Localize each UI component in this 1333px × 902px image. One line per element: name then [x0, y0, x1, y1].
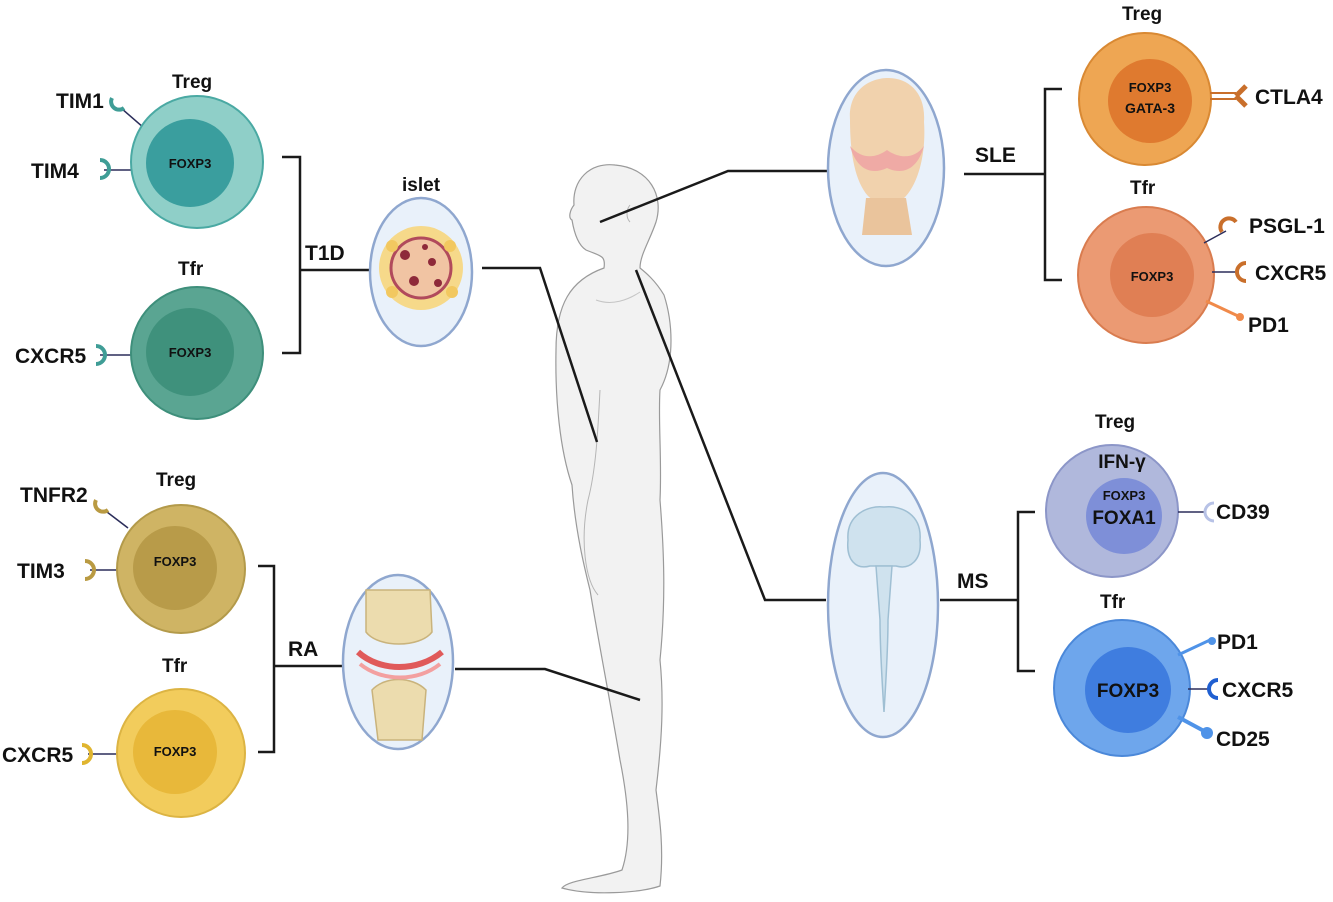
- t1d-tfr-title: Tfr: [178, 259, 204, 280]
- ms-treg-nucleus-foxp3: FOXP3: [1103, 488, 1146, 503]
- ms-pd1-label: PD1: [1217, 631, 1258, 654]
- ra-treg-cell: Treg FOXP3 TNFR2 TIM3: [17, 470, 246, 634]
- ms-group: MS Treg IFN-γ FOXP3 FOXA1 CD39 Tfr FOXP3: [826, 412, 1294, 757]
- sle-cxcr5-receptor-icon: [1235, 261, 1247, 283]
- tim3-receptor-icon: [84, 559, 96, 581]
- t1d-treg-title: Treg: [172, 72, 212, 93]
- ra-treg-title: Treg: [156, 470, 196, 491]
- ms-cxcr5-label: CXCR5: [1222, 679, 1294, 702]
- cd25-label: CD25: [1216, 728, 1270, 751]
- ra-cxcr5-label: CXCR5: [2, 744, 74, 767]
- sle-treg-nucleus-foxp3: FOXP3: [1129, 80, 1172, 95]
- ra-group: RA Treg FOXP3 TNFR2 TIM3 Tfr: [2, 470, 455, 818]
- tim4-label: TIM4: [31, 160, 79, 183]
- sle-treg-nucleus-gata3: GATA-3: [1125, 100, 1175, 116]
- t1d-treg-cell: Treg FOXP3 TIM1 TIM4: [31, 72, 264, 229]
- t1d-cxcr5-label: CXCR5: [15, 345, 87, 368]
- human-body-figure: [555, 164, 672, 894]
- ra-tfr-title: Tfr: [162, 656, 188, 677]
- ms-label: MS: [957, 570, 989, 593]
- ms-tfr-title: Tfr: [1100, 592, 1126, 613]
- ra-tfr-cell: Tfr FOXP3 CXCR5: [2, 656, 246, 818]
- face-illustration: [826, 68, 946, 268]
- tim1-receptor-icon: [109, 97, 126, 112]
- brain-spinal-cord-illustration: [826, 471, 940, 739]
- cxcr5-receptor-icon: [95, 344, 107, 366]
- sle-tfr-nucleus: FOXP3: [1131, 269, 1174, 284]
- ra-bracket: [258, 564, 276, 754]
- ra-label: RA: [288, 638, 318, 661]
- t1d-tfr-cell: Tfr FOXP3 CXCR5: [15, 259, 264, 420]
- ra-cxcr5-receptor-icon: [81, 743, 93, 765]
- ms-connector: [634, 269, 826, 602]
- sle-cxcr5-label: CXCR5: [1255, 262, 1327, 285]
- cd39-label: CD39: [1216, 501, 1270, 524]
- ms-treg-cytokine: IFN-γ: [1098, 452, 1146, 473]
- tim1-label: TIM1: [56, 90, 104, 113]
- t1d-tfr-nucleus: FOXP3: [169, 345, 212, 360]
- ms-tfr-cell: Tfr FOXP3 PD1 CXCR5 CD25: [1053, 592, 1294, 757]
- t1d-bracket: [282, 155, 302, 355]
- islet-label: islet: [402, 175, 441, 196]
- ms-tfr-nucleus: FOXP3: [1097, 681, 1159, 702]
- tim3-label: TIM3: [17, 560, 65, 583]
- sle-group: SLE Treg FOXP3 GATA-3 CTLA4 Tfr FOXP3 PS: [826, 4, 1327, 344]
- sle-tfr-cell: Tfr FOXP3 PSGL-1 CXCR5 PD1: [1077, 178, 1327, 344]
- ra-connector: [455, 667, 641, 702]
- ms-bracket: [1016, 510, 1035, 673]
- ms-pd1-receptor-icon: [1208, 637, 1216, 645]
- t1d-group: T1D islet Treg FOXP3 TIM1: [15, 72, 474, 420]
- islet-organ-illustration: [368, 196, 474, 348]
- ms-cxcr5-receptor-icon: [1207, 678, 1219, 700]
- tim4-receptor-icon: [99, 158, 111, 180]
- sle-label: SLE: [975, 144, 1016, 167]
- ctla4-receptor-icon: [1234, 84, 1248, 108]
- psgl1-receptor-icon: [1218, 216, 1238, 234]
- tnfr2-receptor-icon: [93, 499, 110, 514]
- ra-tfr-nucleus: FOXP3: [154, 744, 197, 759]
- sle-pd1-label: PD1: [1248, 314, 1289, 337]
- sle-pd1-receptor-icon: [1236, 313, 1244, 321]
- cd39-receptor-icon: [1203, 501, 1215, 523]
- sle-connector: [599, 169, 827, 224]
- t1d-label: T1D: [305, 242, 345, 265]
- body-connector-lines: [455, 169, 827, 702]
- cd25-receptor-icon: [1201, 727, 1213, 739]
- sle-treg-title: Treg: [1122, 4, 1162, 25]
- sle-tfr-title: Tfr: [1130, 178, 1156, 199]
- sle-treg-cell: Treg FOXP3 GATA-3 CTLA4: [1078, 4, 1323, 166]
- t1d-treg-nucleus: FOXP3: [169, 156, 212, 171]
- knee-joint-illustration: [341, 573, 455, 751]
- ms-treg-nucleus-foxa1: FOXA1: [1092, 508, 1156, 529]
- ms-treg-title: Treg: [1095, 412, 1135, 433]
- ra-treg-nucleus: FOXP3: [154, 554, 197, 569]
- tnfr2-label: TNFR2: [20, 484, 88, 507]
- t1d-connector: [482, 266, 599, 443]
- ms-treg-cell: Treg IFN-γ FOXP3 FOXA1 CD39: [1045, 412, 1270, 578]
- sle-bracket: [1043, 87, 1062, 282]
- ctla4-label: CTLA4: [1255, 86, 1323, 109]
- psgl1-label: PSGL-1: [1249, 215, 1325, 238]
